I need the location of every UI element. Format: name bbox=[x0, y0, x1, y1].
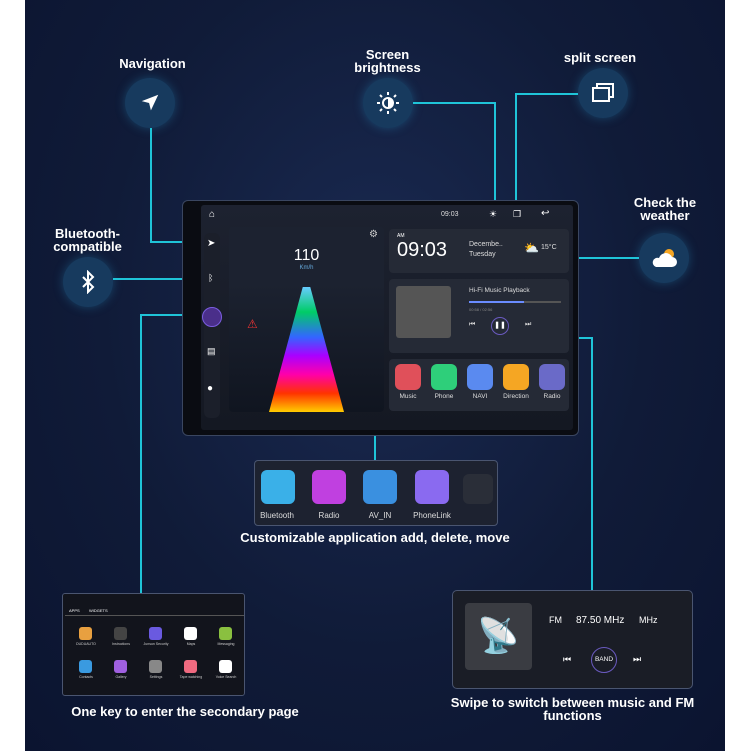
music-title: Hi-Fi Music Playback bbox=[469, 287, 530, 294]
secondary-app-label: Voice Search bbox=[215, 675, 237, 679]
fm-frequency: 87.50 MHz bbox=[576, 615, 625, 626]
music-app-icon[interactable] bbox=[395, 364, 421, 390]
secondary-app-icon[interactable] bbox=[79, 660, 92, 673]
app-label: PhoneLink bbox=[413, 511, 451, 520]
clock-weather-widget: AM 09:03 Decembe.. Tuesday ⛅ 15°C bbox=[389, 229, 569, 273]
bluetooth-icon bbox=[63, 257, 113, 307]
app-label: NAVI bbox=[472, 393, 488, 400]
speed-value: 110 bbox=[293, 247, 320, 264]
clock: 09:03 bbox=[397, 239, 448, 261]
secondary-app-icon[interactable] bbox=[219, 660, 232, 673]
music-widget: Hi-Fi Music Playback 00:58 / 02:56 ⏮ ❚❚ … bbox=[389, 279, 569, 353]
pause-button[interactable]: ❚❚ bbox=[491, 317, 509, 335]
back-icon[interactable]: ↩ bbox=[541, 208, 550, 219]
split-screen-label: split screen bbox=[563, 50, 637, 65]
radio-app-icon[interactable] bbox=[312, 470, 346, 504]
split-screen-icon bbox=[578, 68, 628, 118]
secondary-app-icon[interactable] bbox=[79, 627, 92, 640]
sidebar-bluetooth-icon[interactable]: ᛒ bbox=[208, 273, 214, 283]
radio-tower-icon: 📡 bbox=[465, 603, 532, 670]
secondary-caption: One key to enter the secondary page bbox=[71, 704, 299, 719]
band-button[interactable]: BAND bbox=[591, 647, 617, 673]
secondary-app-label: Gallery bbox=[115, 675, 127, 679]
phone-app-icon[interactable] bbox=[431, 364, 457, 390]
secondary-app-icon[interactable] bbox=[219, 627, 232, 640]
apps-button[interactable] bbox=[202, 307, 222, 327]
fm-radio-widget: 📡 FM 87.50 MHz MHz ⏮ BAND ⏭ bbox=[452, 590, 693, 689]
driving-widget: 110 Km/h ⚠ ⚙ bbox=[229, 227, 384, 412]
sidebar-settings-icon[interactable]: ● bbox=[207, 383, 214, 394]
music-time: 00:58 / 02:56 bbox=[469, 307, 493, 312]
bluetooth-label: Bluetooth-compatible bbox=[53, 226, 122, 254]
status-time: 09:03 bbox=[441, 211, 459, 218]
secondary-page-screen: APPS WIDGETS DUDUAUTO Instructions Junsun … bbox=[62, 593, 245, 696]
secondary-app-label: Maps bbox=[186, 642, 196, 646]
brightness-icon bbox=[363, 78, 413, 128]
app-label: Music bbox=[399, 393, 417, 400]
warning-icon: ⚠ bbox=[247, 317, 258, 331]
navigation-label: Navigation bbox=[119, 56, 186, 71]
bluetooth-app-icon[interactable] bbox=[261, 470, 295, 504]
app-label: Radio bbox=[543, 393, 561, 400]
gear-icon[interactable]: ⚙ bbox=[369, 229, 378, 240]
app-strip: Bluetooth Radio AV_IN PhoneLink bbox=[254, 460, 498, 526]
app-label: Phone bbox=[434, 393, 454, 400]
app-strip-caption: Customizable application add, delete, mo… bbox=[240, 530, 510, 545]
sidebar-radio-icon[interactable]: ▤ bbox=[207, 346, 216, 356]
secondary-app-label: Contacts bbox=[79, 675, 93, 679]
next-icon[interactable]: ⏭ bbox=[525, 321, 532, 328]
navigation-icon bbox=[125, 78, 175, 128]
sidebar-navigation-icon[interactable]: ➤ bbox=[207, 238, 216, 249]
album-art bbox=[396, 286, 451, 338]
direction-app-icon[interactable] bbox=[503, 364, 529, 390]
weather-small-icon: ⛅ bbox=[524, 241, 539, 255]
secondary-app-icon[interactable] bbox=[149, 660, 162, 673]
secondary-app-icon[interactable] bbox=[114, 660, 127, 673]
home-screen: ⌂ 09:03 ☀ ❐ ↩ ➤ ᛒ ▤ ● 110 Km/h ⚠ ⚙ AM 09… bbox=[201, 205, 573, 430]
phonelink-app-icon[interactable] bbox=[415, 470, 449, 504]
secondary-app-icon[interactable] bbox=[184, 627, 197, 640]
navi-app-icon[interactable] bbox=[467, 364, 493, 390]
secondary-app-label: Junsun Security bbox=[143, 642, 169, 646]
weather-icon bbox=[639, 233, 689, 283]
clock-ampm: AM bbox=[397, 233, 405, 239]
next-station-icon[interactable]: ⏭ bbox=[633, 654, 642, 664]
secondary-app-icon[interactable] bbox=[184, 660, 197, 673]
secondary-app-label: Tape watching bbox=[179, 675, 203, 679]
secondary-app-label: Messaging bbox=[217, 642, 235, 646]
app-label: Direction bbox=[503, 393, 529, 400]
previous-station-icon[interactable]: ⏮ bbox=[563, 654, 572, 664]
split-screen-button-icon[interactable]: ❐ bbox=[513, 209, 522, 219]
brightness-label: Screen brightness bbox=[354, 47, 421, 75]
app-label: Bluetooth bbox=[260, 511, 294, 520]
brightness-button-icon[interactable]: ☀ bbox=[489, 209, 498, 219]
weekday: Tuesday bbox=[469, 251, 496, 258]
date: Decembe.. bbox=[469, 241, 503, 248]
home-icon[interactable]: ⌂ bbox=[209, 209, 216, 220]
empty-slot[interactable] bbox=[463, 474, 493, 504]
fm-caption: Swipe to switch between music and FM fun… bbox=[450, 695, 695, 723]
secondary-app-icon[interactable] bbox=[149, 627, 162, 640]
secondary-app-icon[interactable] bbox=[114, 627, 127, 640]
secondary-app-label: Settings bbox=[149, 675, 163, 679]
rainbow-road bbox=[269, 287, 344, 412]
sidebar: ➤ ᛒ ▤ ● bbox=[202, 233, 222, 418]
app-dock: Music Phone NAVI Direction Radio bbox=[389, 359, 569, 411]
weather-label: Check the weather bbox=[633, 195, 697, 223]
temperature: 15°C bbox=[541, 244, 557, 251]
app-label: Radio bbox=[318, 511, 340, 520]
head-unit-device: ⌂ 09:03 ☀ ❐ ↩ ➤ ᛒ ▤ ● 110 Km/h ⚠ ⚙ AM 09… bbox=[182, 200, 579, 436]
fm-band: FM bbox=[549, 615, 562, 625]
av-in-app-icon[interactable] bbox=[363, 470, 397, 504]
app-label: AV_IN bbox=[368, 511, 392, 520]
radio-app-icon[interactable] bbox=[539, 364, 565, 390]
tab-widgets[interactable]: WIDGETS bbox=[89, 608, 108, 613]
secondary-app-label: DUDUAUTO bbox=[76, 642, 96, 646]
secondary-app-label: Instructions bbox=[112, 642, 130, 646]
fm-unit: MHz bbox=[639, 615, 658, 625]
previous-icon[interactable]: ⏮ bbox=[469, 321, 476, 328]
tab-apps[interactable]: APPS bbox=[69, 608, 80, 613]
speed-unit: Km/h bbox=[299, 265, 314, 271]
